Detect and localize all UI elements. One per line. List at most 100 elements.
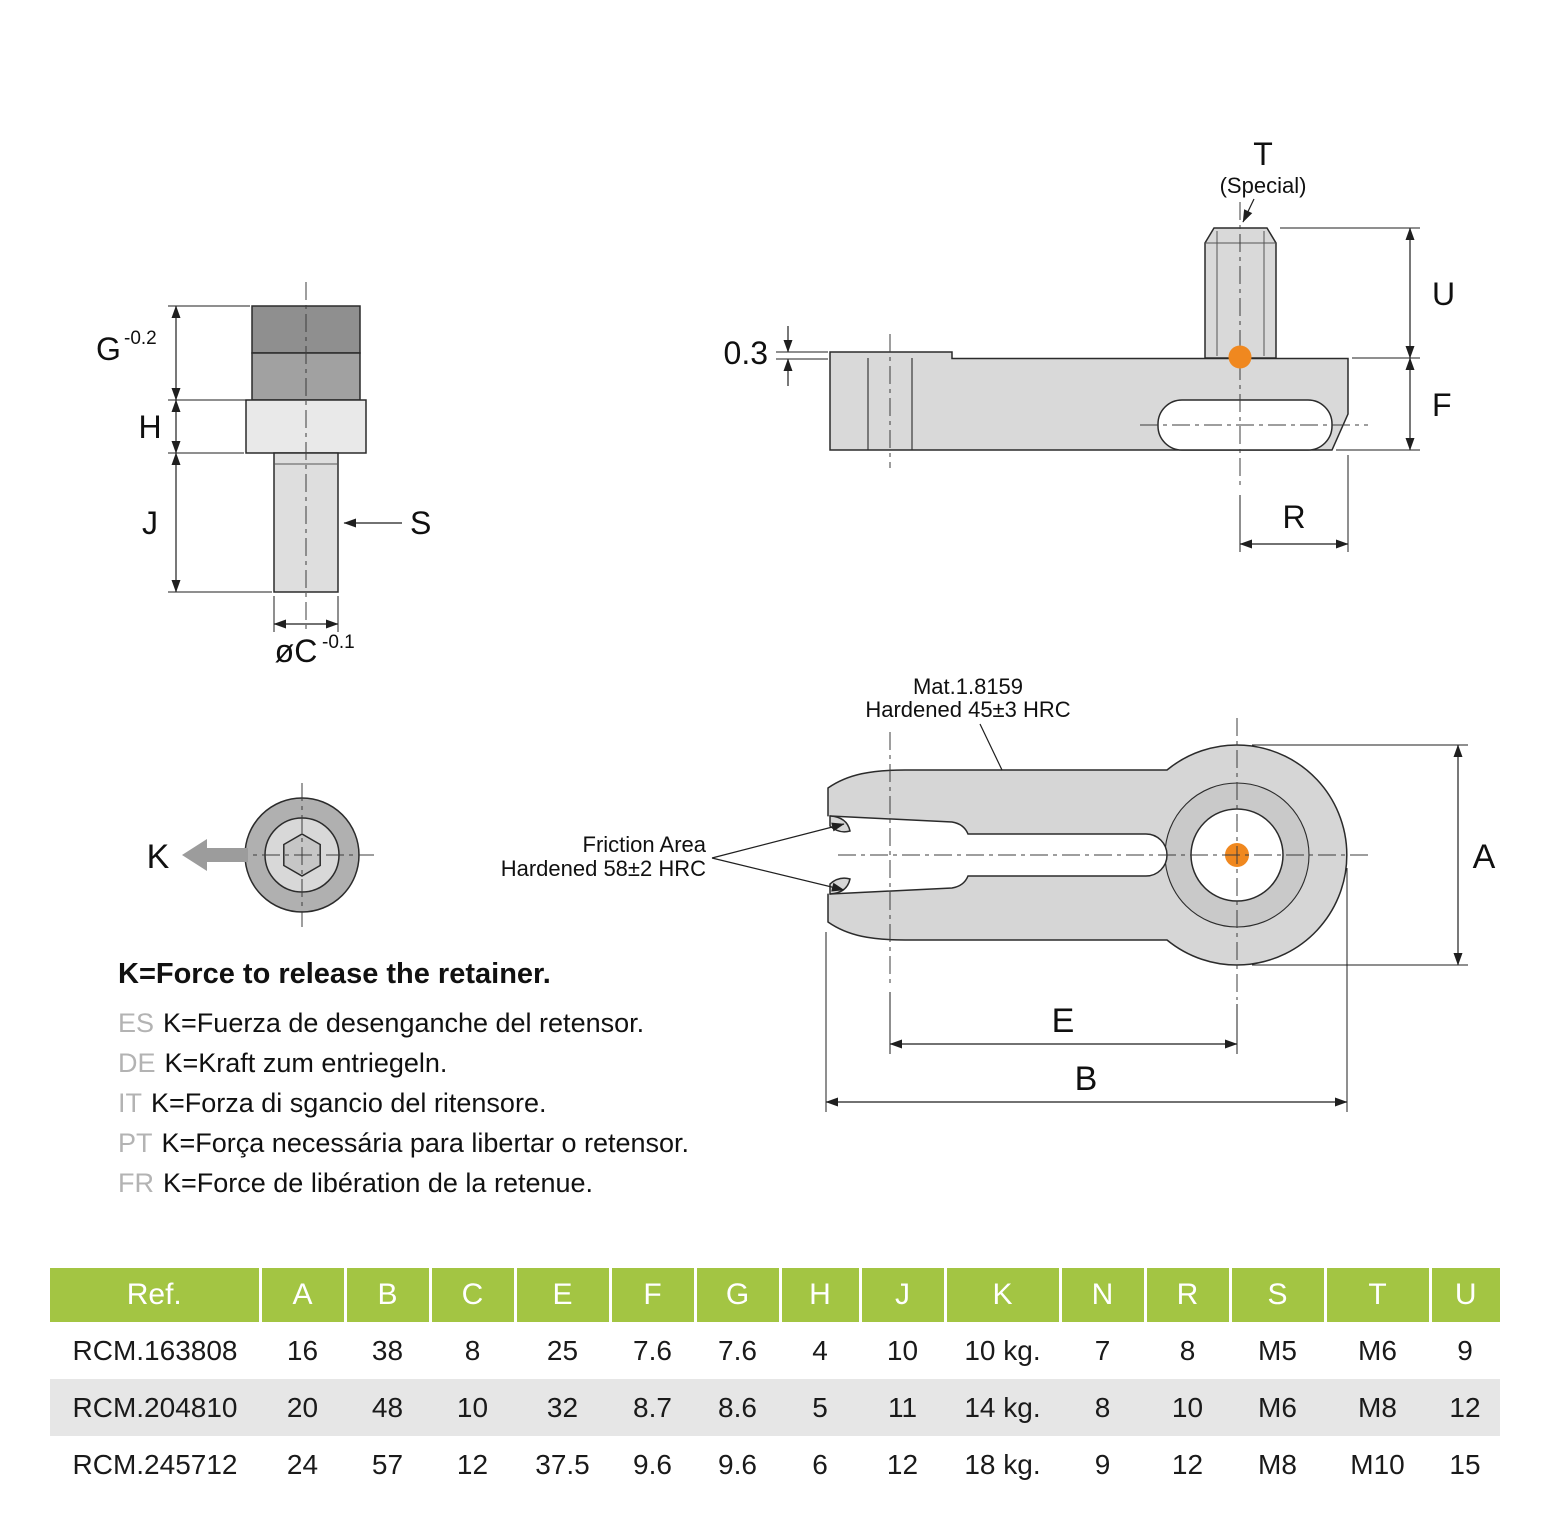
cell: 9.6 bbox=[718, 1448, 757, 1480]
spec-table: Ref. A B C E F G H J K N R S T U RCM.163… bbox=[50, 1268, 1500, 1493]
cell: 8.7 bbox=[610, 1379, 695, 1436]
material-note-line2: Hardened 45±3 HRC bbox=[865, 697, 1070, 722]
cell: M5 bbox=[1258, 1334, 1297, 1366]
cell-ref: RCM.245712 bbox=[72, 1448, 238, 1480]
material-note-line1: Mat.1.8159 bbox=[913, 674, 1023, 699]
leader-line-friction-top bbox=[711, 822, 845, 859]
col-header-r: R bbox=[1143, 1268, 1230, 1322]
cell: 15 bbox=[1449, 1448, 1481, 1480]
leader-line-material bbox=[979, 723, 1003, 771]
note-line-es: ES K=Fuerza de desenganche del retensor. bbox=[118, 1003, 738, 1043]
cell: 7.6 bbox=[718, 1334, 757, 1366]
dim-label-t: T bbox=[1253, 136, 1273, 172]
cell: 11 bbox=[860, 1379, 945, 1436]
cell: 18 kg. bbox=[964, 1448, 1041, 1480]
technical-drawings: G -0.2 H J S øC -0.1 T bbox=[96, 136, 1496, 1112]
cell: 12 bbox=[886, 1448, 919, 1480]
dim-label-c: øC bbox=[275, 633, 318, 669]
retainer-side-view: T (Special) U F 0.3 R bbox=[724, 136, 1455, 552]
col-header-n: N bbox=[1058, 1268, 1145, 1322]
note-text: K=Fuerza de desenganche del retensor. bbox=[163, 1008, 645, 1038]
cell: 10 kg. bbox=[964, 1334, 1041, 1366]
cell: 38 bbox=[371, 1334, 404, 1366]
cell: 9 bbox=[1457, 1334, 1473, 1366]
cell: 16 bbox=[286, 1334, 319, 1366]
note-line-pt: PT K=Força necessária para libertar o ret… bbox=[118, 1123, 738, 1163]
col-header-t: T bbox=[1323, 1268, 1430, 1322]
leader-line-t bbox=[1242, 198, 1255, 223]
orange-pivot-marker bbox=[1228, 345, 1252, 369]
col-header-h: H bbox=[778, 1268, 860, 1322]
col-header-s: S bbox=[1228, 1268, 1325, 1322]
cell: M8 bbox=[1258, 1448, 1297, 1480]
cell: 12 bbox=[1430, 1379, 1500, 1436]
col-header-g: G bbox=[693, 1268, 780, 1322]
note-text: K=Forza di sgancio del ritensore. bbox=[151, 1088, 547, 1118]
dim-label-u: U bbox=[1432, 276, 1455, 312]
note-line-it: IT K=Forza di sgancio del ritensore. bbox=[118, 1083, 738, 1123]
col-header-f: F bbox=[608, 1268, 695, 1322]
cell: 37.5 bbox=[535, 1448, 590, 1480]
cell: 6 bbox=[812, 1448, 828, 1480]
cell: 12 bbox=[456, 1448, 489, 1480]
retainer-top-view: Mat.1.8159 Hardened 45±3 HRC Friction Ar… bbox=[501, 674, 1496, 1112]
dim-label-k: K bbox=[147, 838, 170, 876]
cell: 5 bbox=[780, 1379, 860, 1436]
col-header-k: K bbox=[943, 1268, 1060, 1322]
k-direction-arrow-icon bbox=[182, 839, 248, 871]
cell: 14 kg. bbox=[945, 1379, 1060, 1436]
dim-label-f: F bbox=[1432, 387, 1452, 423]
table-header-row: Ref. A B C E F G H J K N R S T U bbox=[50, 1268, 1500, 1322]
cell: 8 bbox=[464, 1334, 481, 1366]
dim-label-b: B bbox=[1075, 1060, 1098, 1098]
dim-label-t-note: (Special) bbox=[1220, 173, 1307, 198]
cell: 24 bbox=[286, 1448, 319, 1480]
leader-line-friction-bottom bbox=[711, 857, 845, 892]
cell-ref: RCM.204810 bbox=[50, 1379, 260, 1436]
note-lang: ES bbox=[118, 1008, 155, 1038]
cell: 8 bbox=[1179, 1334, 1196, 1366]
cell: 9 bbox=[1094, 1448, 1111, 1480]
pin-side-view: G -0.2 H J S øC -0.1 bbox=[96, 282, 431, 669]
table-row: RCM.204810 20 48 10 32 8.7 8.6 5 11 14 k… bbox=[50, 1379, 1500, 1436]
cell: 10 bbox=[1145, 1379, 1230, 1436]
cell: 48 bbox=[345, 1379, 430, 1436]
dim-label-j: J bbox=[142, 505, 158, 541]
dim-label-c-tol: -0.1 bbox=[322, 632, 355, 653]
cell: 10 bbox=[886, 1334, 919, 1366]
cell: 57 bbox=[371, 1448, 404, 1480]
table-row: RCM.245712 24 57 12 37.5 9.6 9.6 6 12 18… bbox=[50, 1436, 1500, 1493]
friction-note-line1: Friction Area bbox=[583, 832, 707, 857]
dim-label-s: S bbox=[410, 505, 431, 541]
col-header-b: B bbox=[343, 1268, 430, 1322]
note-text: K=Force de libération de la retenue. bbox=[163, 1168, 594, 1198]
note-text: K=Kraft zum entriegeln. bbox=[164, 1048, 448, 1078]
cell-ref: RCM.163808 bbox=[72, 1334, 238, 1366]
dim-label-r: R bbox=[1282, 499, 1305, 535]
note-lang: PT bbox=[118, 1128, 153, 1158]
dim-label-g-tol: -0.2 bbox=[124, 328, 157, 349]
col-header-e: E bbox=[513, 1268, 610, 1322]
col-header-u: U bbox=[1428, 1268, 1500, 1322]
dim-label-a: A bbox=[1473, 838, 1496, 876]
col-header-j: J bbox=[858, 1268, 945, 1322]
cell: 7 bbox=[1094, 1334, 1111, 1366]
friction-note-line2: Hardened 58±2 HRC bbox=[501, 856, 706, 881]
dim-label-e: E bbox=[1052, 1002, 1075, 1040]
fork-slot-cutout bbox=[820, 816, 1167, 894]
cell: 9.6 bbox=[633, 1448, 672, 1480]
cell: M6 bbox=[1358, 1334, 1397, 1366]
cell: 8.6 bbox=[695, 1379, 780, 1436]
note-text: K=Força necessária para libertar o reten… bbox=[161, 1128, 690, 1158]
note-lang: IT bbox=[118, 1088, 142, 1118]
dim-label-step: 0.3 bbox=[724, 335, 768, 371]
cell: M10 bbox=[1350, 1448, 1405, 1480]
cell: M6 bbox=[1230, 1379, 1325, 1436]
pin-end-view: K bbox=[147, 783, 374, 927]
cell: 10 bbox=[430, 1379, 515, 1436]
dim-label-h: H bbox=[138, 409, 161, 445]
col-header-a: A bbox=[258, 1268, 345, 1322]
